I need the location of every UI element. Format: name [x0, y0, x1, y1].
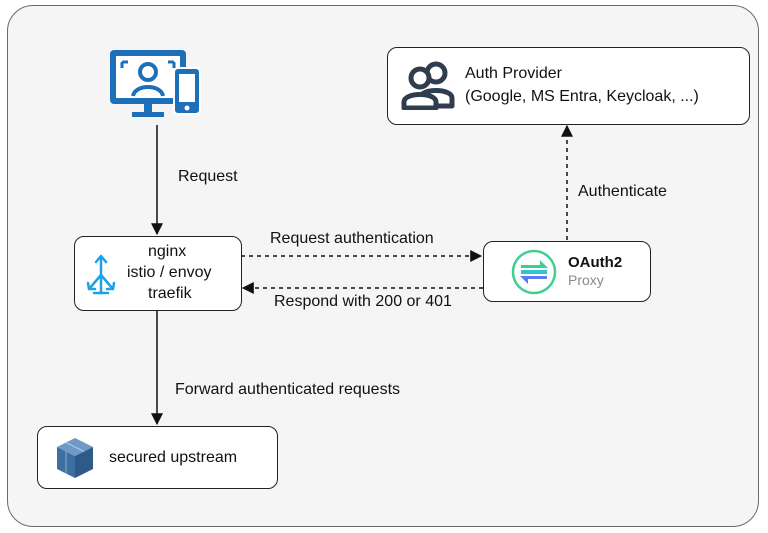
users-icon — [401, 61, 455, 110]
reverse-proxy-box: nginx istio / envoy traefik — [74, 236, 242, 311]
router-arrows-icon — [86, 254, 116, 295]
request-auth-label: Request authentication — [270, 230, 434, 247]
oauth2-proxy-logo — [511, 249, 557, 295]
respond-label: Respond with 200 or 401 — [274, 293, 452, 310]
auth-provider-box: Auth Provider (Google, MS Entra, Keycloa… — [387, 47, 750, 125]
auth-provider-subtitle: (Google, MS Entra, Keycloak, ...) — [465, 88, 699, 105]
proxy-line-traefik: traefik — [148, 285, 192, 302]
oauth2-sub: Proxy — [568, 272, 604, 288]
authenticate-label: Authenticate — [578, 183, 667, 200]
user-devices-icon — [110, 50, 201, 117]
request-label: Request — [178, 168, 238, 185]
proxy-line-nginx: nginx — [148, 243, 187, 260]
proxy-line-istio-envoy: istio / envoy — [127, 264, 212, 281]
secured-upstream-box: secured upstream — [37, 426, 278, 489]
oauth2-name: OAuth2 — [568, 254, 623, 271]
cube-icon — [57, 438, 93, 478]
oauth2-proxy-box: OAuth2 Proxy — [483, 241, 651, 302]
upstream-label: secured upstream — [109, 449, 238, 466]
auth-provider-title: Auth Provider — [465, 65, 562, 82]
forward-label: Forward authenticated requests — [175, 381, 401, 398]
